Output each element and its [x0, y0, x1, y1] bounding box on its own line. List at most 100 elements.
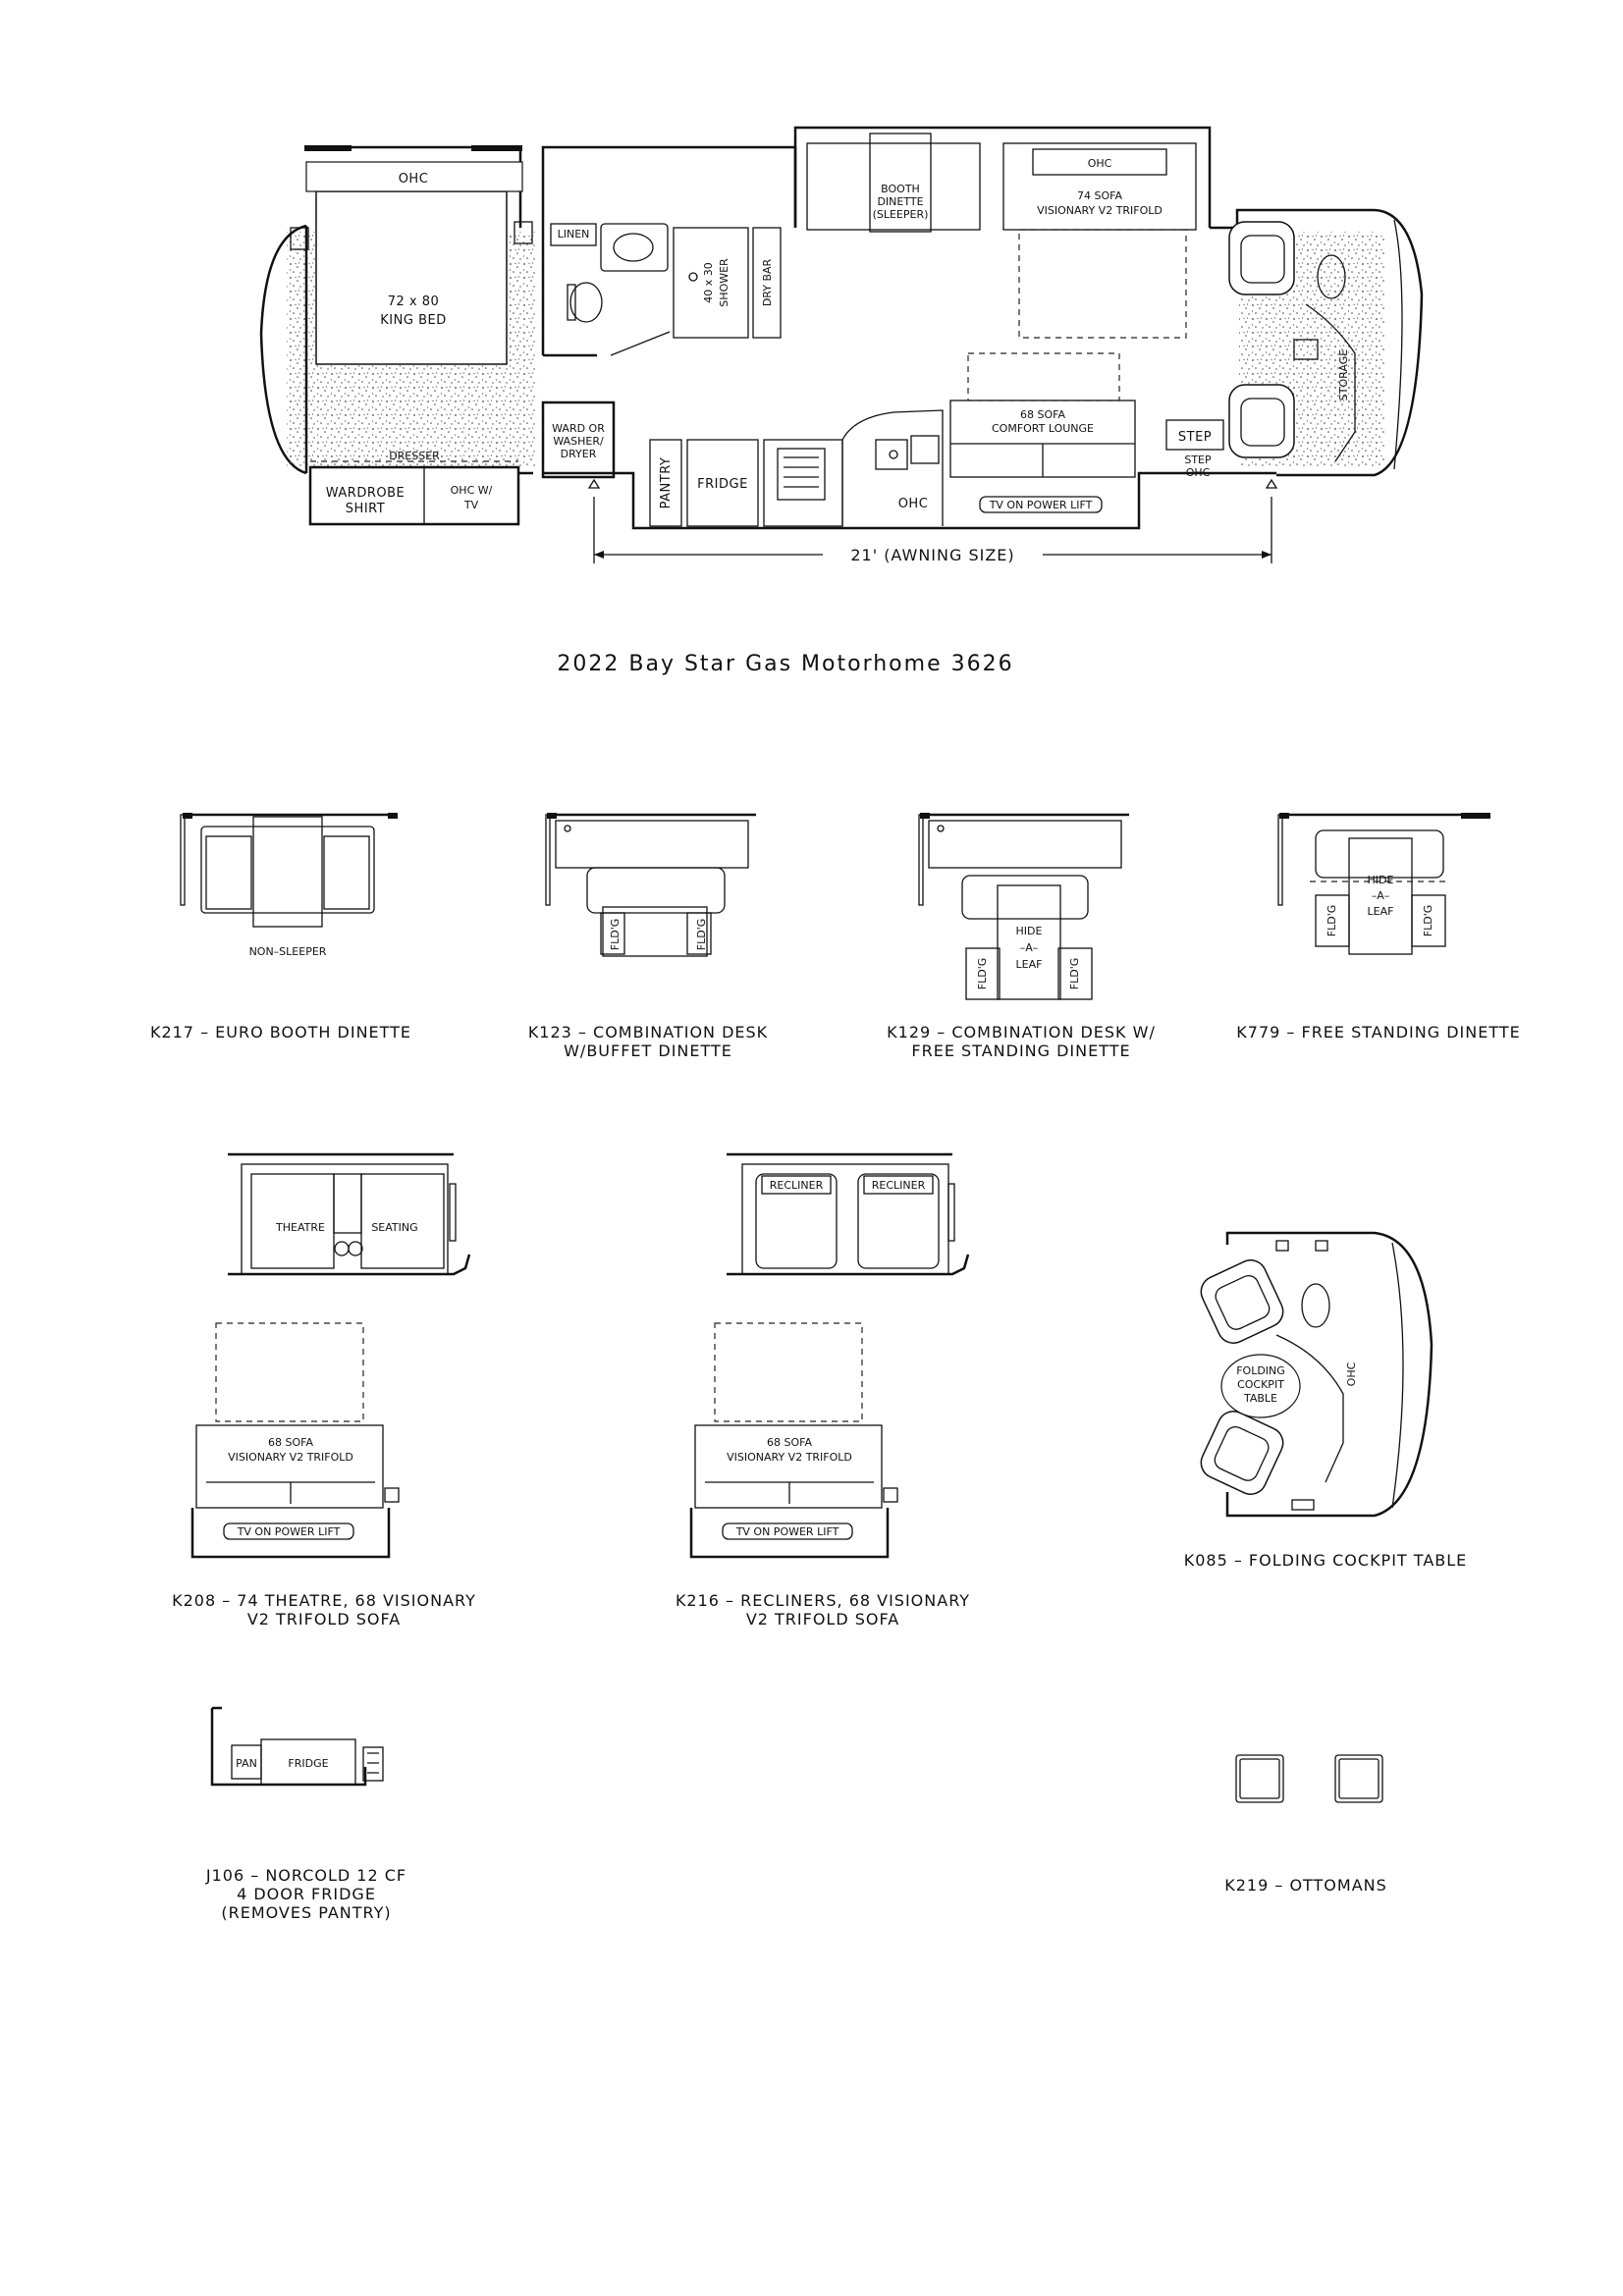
rear-cap: [259, 224, 307, 475]
option-k123: FLD'G FLD'G K123 – COMBINATION DESK W/BU…: [528, 813, 768, 1060]
k216-recliner-1-label: RECLINER: [770, 1179, 824, 1192]
washer-label: WASHER/: [553, 435, 604, 448]
wardrobe-cabinet: [308, 465, 520, 526]
option-k219: K219 – OTTOMANS: [1224, 1754, 1387, 1895]
k208-seating-label: SEATING: [371, 1221, 417, 1234]
booth-dinette-label: DINETTE: [877, 195, 923, 208]
sofa74-visionary-label: VISIONARY V2 TRIFOLD: [1037, 204, 1163, 217]
ohc-tv-label-2: TV: [463, 499, 479, 511]
k129-hide-label: HIDE: [1016, 925, 1043, 937]
k085-ohc-label: OHC: [1345, 1362, 1358, 1386]
shower-size-label: 40 x 30: [702, 262, 715, 303]
k123-caption-2: W/BUFFET DINETTE: [564, 1041, 732, 1060]
k217-inner-label: NON–SLEEPER: [249, 945, 327, 958]
option-k217: NON–SLEEPER K217 – EURO BOOTH DINETTE: [150, 813, 411, 1041]
steering-wheel-icon: [1317, 254, 1346, 299]
wardrobe-label: WARDROBE: [326, 486, 405, 501]
k208-sofa-label: 68 SOFA: [268, 1436, 313, 1449]
pantry: [649, 439, 682, 527]
kitchen-sink-icon: [875, 439, 908, 470]
k129-a-label: –A–: [1020, 941, 1039, 954]
option-j106: PAN FRIDGE J106 – NORCOLD 12 CF 4 DOOR F…: [205, 1706, 406, 1922]
k208-caption-2: V2 TRIFOLD SOFA: [247, 1610, 401, 1629]
ohc-kitchen-label: OHC: [898, 497, 929, 511]
ohc-bed-label: OHC: [399, 172, 429, 187]
j106-fridge-label: FRIDGE: [288, 1757, 328, 1770]
k216-recliner-2-label: RECLINER: [872, 1179, 926, 1192]
ohc-bed-cabinet: [305, 161, 523, 192]
k216-caption: K216 – RECLINERS, 68 VISIONARY: [676, 1591, 970, 1610]
booth-sleeper-label: (SLEEPER): [873, 208, 929, 221]
k779-hide-label: HIDE: [1368, 874, 1394, 886]
toilet-icon: [569, 282, 603, 323]
ohc-sofa-label: OHC: [1088, 157, 1112, 170]
k208-visionary-label: VISIONARY V2 TRIFOLD: [228, 1451, 353, 1464]
booth-label: BOOTH: [881, 183, 920, 195]
dry-bar: [752, 227, 782, 339]
entry-step: [1165, 419, 1224, 451]
ward-label: WARD OR: [552, 422, 605, 435]
storage-label: STORAGE: [1337, 349, 1350, 400]
k216-tv-lift-label: TV ON POWER LIFT: [735, 1525, 839, 1538]
k129-fld-left: FLD'G: [976, 958, 989, 989]
dresser-label: DRESSER: [389, 450, 440, 462]
page-title: 2022 Bay Star Gas Motorhome 3626: [557, 652, 1013, 676]
step-label: STEP: [1178, 430, 1212, 445]
linen-cabinet: [550, 223, 597, 246]
option-k208: THEATRE SEATING 68 SOFA VISIONARY V2 TRI…: [172, 1152, 476, 1629]
k123-fld-left: FLD'G: [609, 919, 622, 950]
awning-dimension-label: 21' (AWNING SIZE): [850, 546, 1014, 564]
k779-fld-right: FLD'G: [1422, 905, 1434, 936]
k129-leaf-label: LEAF: [1016, 958, 1043, 971]
pantry-label: PANTRY: [659, 457, 674, 509]
k208-tv-lift-label: TV ON POWER LIFT: [237, 1525, 341, 1538]
k217-caption: K217 – EURO BOOTH DINETTE: [150, 1023, 411, 1041]
j106-caption-2: 4 DOOR FRIDGE: [237, 1885, 376, 1903]
fridge: [686, 439, 759, 527]
k779-caption: K779 – FREE STANDING DINETTE: [1236, 1023, 1520, 1041]
step-ohc-label-2: OHC: [1186, 466, 1211, 479]
k779-a-label: –A–: [1372, 889, 1390, 902]
passenger-seat-icon: [1228, 384, 1295, 458]
k216-visionary-label: VISIONARY V2 TRIFOLD: [727, 1451, 852, 1464]
j106-pan-label: PAN: [236, 1757, 257, 1770]
k129-caption-2: FREE STANDING DINETTE: [911, 1041, 1130, 1060]
dryer-label: DRYER: [561, 448, 597, 460]
sofa74-label: 74 SOFA: [1077, 189, 1122, 202]
ohc-tv-label: OHC W/: [451, 484, 493, 497]
k129-caption: K129 – COMBINATION DESK W/: [887, 1023, 1156, 1041]
k123-caption: K123 – COMBINATION DESK: [528, 1023, 768, 1041]
j106-caption-3: (REMOVES PANTRY): [221, 1903, 391, 1922]
driver-seat-icon: [1228, 221, 1295, 295]
k219-caption: K219 – OTTOMANS: [1224, 1876, 1387, 1895]
cooktop-icon: [777, 448, 826, 501]
k779-fld-left: FLD'G: [1325, 905, 1338, 936]
bath-vanity: [600, 223, 669, 272]
bed-size-label: 72 x 80: [388, 294, 440, 309]
bed-name-label: KING BED: [380, 313, 446, 328]
k085-caption: K085 – FOLDING COCKPIT TABLE: [1184, 1551, 1468, 1570]
k085-folding-label: FOLDING: [1236, 1364, 1285, 1377]
k085-cockpit-label: COCKPIT: [1237, 1378, 1284, 1391]
sofa68-label: 68 SOFA: [1020, 408, 1065, 421]
tv-lift-label: TV ON POWER LIFT: [989, 499, 1093, 511]
option-k216: RECLINER RECLINER 68 SOFA VISIONARY V2 T…: [676, 1152, 970, 1629]
step-ohc-label: STEP: [1184, 454, 1212, 466]
sink-icon: [613, 233, 654, 262]
king-bed: [315, 190, 508, 365]
wardrobe-shirt-label: SHIRT: [346, 502, 385, 516]
k216-sofa-label: 68 SOFA: [767, 1436, 812, 1449]
k216-caption-2: V2 TRIFOLD SOFA: [746, 1610, 899, 1629]
front-cap: [1276, 208, 1424, 477]
comfort-lounge-label: COMFORT LOUNGE: [992, 422, 1094, 435]
main-floorplan: OHC 72 x 80 KING BED DRESSER WARDROBE SH…: [259, 126, 1424, 564]
k208-caption: K208 – 74 THEATRE, 68 VISIONARY: [172, 1591, 476, 1610]
tv-lift-cabinet: [979, 496, 1103, 513]
shower-label: SHOWER: [718, 258, 730, 307]
k085-table-label: TABLE: [1243, 1392, 1277, 1405]
option-k129: HIDE –A– LEAF FLD'G FLD'G K129 – COMBINA…: [887, 813, 1156, 1060]
linen-label: LINEN: [558, 228, 590, 240]
shower: [673, 227, 749, 339]
k779-leaf-label: LEAF: [1368, 905, 1394, 918]
